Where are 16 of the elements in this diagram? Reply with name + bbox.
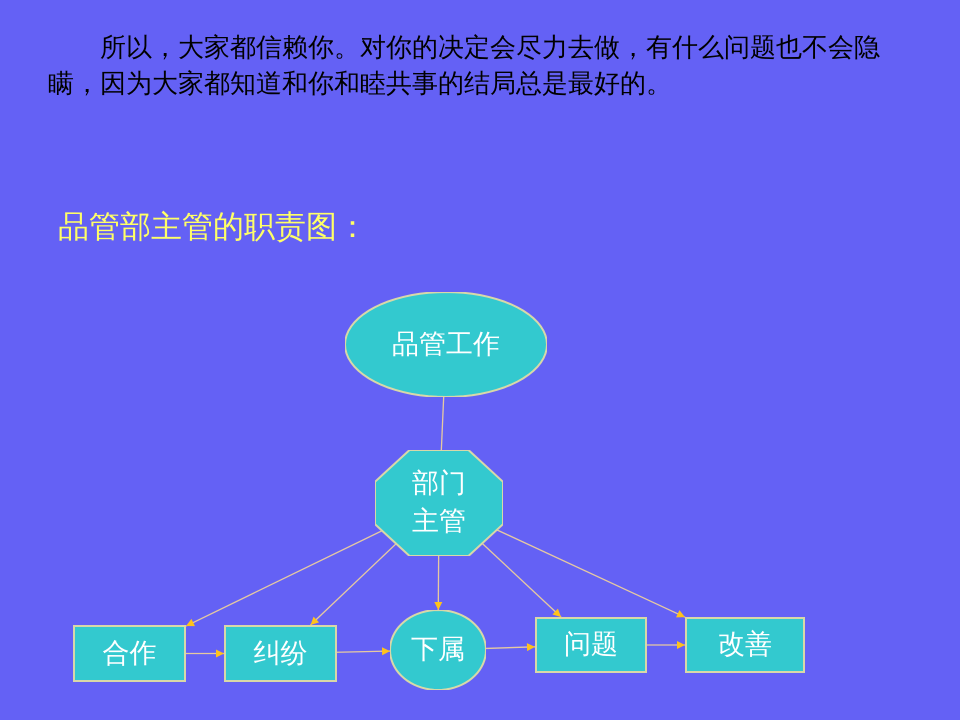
arrow (496, 529, 686, 618)
arrow (186, 650, 224, 658)
arrow (647, 641, 685, 649)
arrow (186, 530, 382, 627)
process-octagon: 部门主管 (375, 450, 503, 556)
arrow (486, 643, 536, 652)
arrow (336, 647, 390, 656)
process-box: 合作 (73, 625, 186, 682)
arrow (434, 556, 442, 610)
process-box: 问题 (535, 617, 647, 673)
process-box: 改善 (685, 617, 805, 673)
arrow (310, 543, 397, 626)
arrow (482, 542, 562, 618)
process-box: 纠纷 (224, 625, 337, 682)
paragraph: 所以，大家都信赖你。对你的决定会尽力去做，有什么问题也不会隐瞒，因为大家都知道和你和睦共事的结局总是最好的。 (48, 32, 881, 101)
title: 品管部主管的职责图： (58, 208, 368, 247)
